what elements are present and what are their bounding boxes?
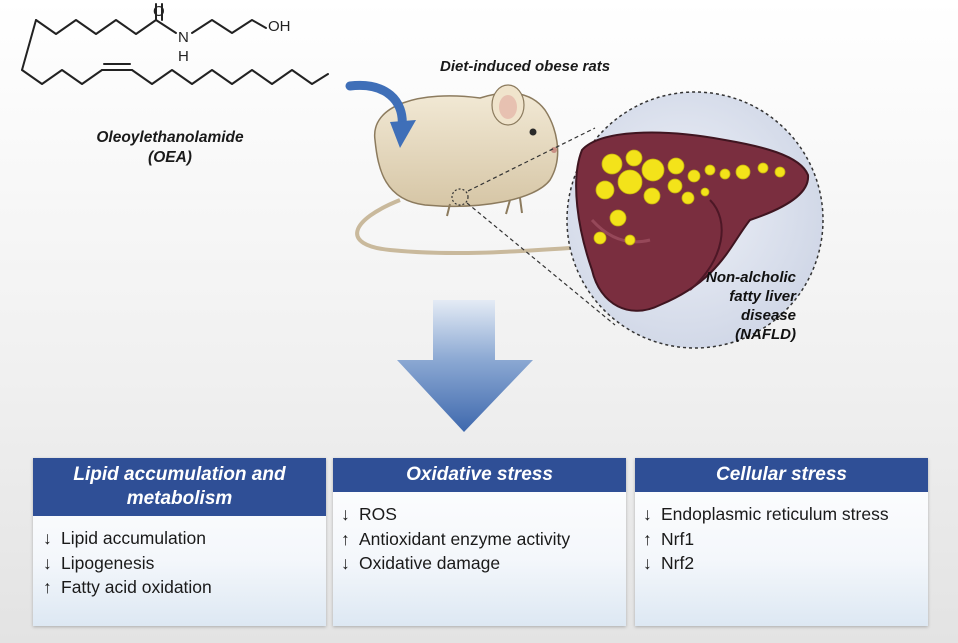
dosing-arrow (345, 80, 416, 148)
down-arrow-icon: ↓ (643, 504, 652, 524)
down-arrow-icon: ↓ (43, 552, 52, 573)
oea-structure: O N H OH (21, 3, 329, 85)
down-arrow-icon: ↓ (43, 528, 52, 548)
rat-liver-illustration (345, 80, 824, 349)
panel-lipid-title-line-2: metabolism (126, 488, 233, 509)
item-text: Oxidative damage (359, 553, 501, 573)
panel-lipid-title: Lipid accumulation and metabolism (33, 458, 326, 516)
panel-cellular-title: Cellular stress (635, 458, 928, 492)
list-item: ↓ Lipid accumulation (43, 526, 326, 551)
item-text: Nrf2 (661, 553, 695, 573)
up-arrow-icon: ↑ (643, 528, 652, 549)
rat-body (374, 84, 559, 217)
panel-cellular-list: ↓ Endoplasmic reticulum stress ↑ Nrf1 ↓ Nrf… (635, 492, 928, 576)
hydroxyl-label: OH (268, 18, 291, 35)
item-text: Antioxidant enzyme activity (359, 528, 571, 549)
list-item: ↓ Lipogenesis (43, 551, 326, 576)
liver-label-line-2: fatty liver (729, 288, 796, 305)
panel-cellular: Cellular stress ↓ Endoplasmic reticulum s… (635, 458, 928, 626)
item-text: Nrf1 (661, 528, 695, 549)
molecule-abbrev: (OEA) (148, 149, 192, 166)
carbonyl-oxygen-label: O (153, 3, 165, 20)
liver-label-line-4: (NAFLD) (735, 326, 796, 343)
amide-nitrogen-label: N (178, 29, 189, 46)
big-down-arrow (397, 300, 533, 432)
up-arrow-icon: ↑ (43, 577, 52, 597)
panel-oxidative-list: ↓ ROS ↑ Antioxidant enzyme activity ↓ Oxida… (333, 492, 626, 576)
panel-lipid: Lipid accumulation and metabolism ↓ Lipid… (33, 458, 326, 626)
item-text: Fatty acid oxidation (61, 577, 212, 597)
molecule-name: Oleoylethanolamide (96, 129, 244, 146)
list-item: ↑ Nrf1 (643, 527, 928, 552)
item-text: Endoplasmic reticulum stress (661, 504, 889, 524)
down-arrow-icon: ↓ (341, 553, 350, 573)
liver-illustration (575, 131, 810, 312)
list-item: ↓ Nrf2 (643, 551, 928, 576)
panel-oxidative-title: Oxidative stress (333, 458, 626, 492)
panel-lipid-list: ↓ Lipid accumulation ↓ Lipogenesis ↑ Fatty … (33, 516, 326, 600)
up-arrow-icon: ↑ (341, 528, 350, 549)
list-item: ↓ Oxidative damage (341, 551, 626, 576)
list-item: ↓ Endoplasmic reticulum stress (643, 502, 928, 527)
item-text: Lipogenesis (61, 552, 155, 573)
down-arrow-icon: ↓ (341, 504, 350, 524)
rat-tail (355, 198, 571, 256)
model-label: Diet-induced obese rats (440, 58, 611, 75)
down-arrow-icon: ↓ (643, 553, 652, 573)
panel-oxidative: Oxidative stress ↓ ROS ↑ Antioxidant enzym… (333, 458, 626, 626)
liver-label-line-3: disease (740, 307, 796, 324)
molecule-caption: Oleoylethanolamide (OEA) (60, 128, 280, 168)
item-text: ROS (359, 504, 397, 524)
amide-hydrogen-label: H (178, 48, 189, 65)
liver-label: Non-alcholic fatty liver disease (NAFLD) (666, 268, 796, 344)
list-item: ↓ ROS (341, 502, 626, 527)
item-text: Lipid accumulation (61, 528, 206, 548)
liver-label-line-1: Non-alcholic (705, 269, 796, 286)
list-item: ↑ Antioxidant enzyme activity (341, 527, 626, 552)
list-item: ↑ Fatty acid oxidation (43, 575, 326, 600)
panel-lipid-title-line-1: Lipid accumulation and (73, 464, 286, 486)
